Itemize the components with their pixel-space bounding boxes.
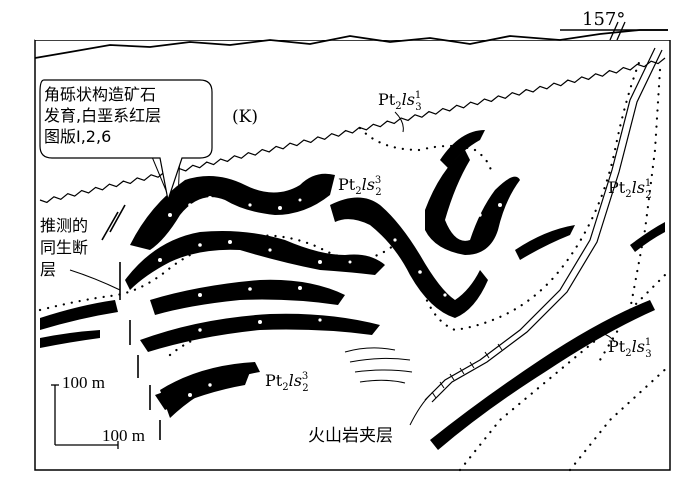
scale-vertical-label: 100 m	[62, 373, 105, 392]
cretaceous-label: (K)	[232, 107, 258, 127]
callout-line-2: 发育,白垩系红层	[44, 106, 162, 125]
ore-band-lower	[160, 362, 260, 418]
callout-line-1: 角砾状构造矿石	[44, 85, 157, 104]
fault-label-line-1: 推测的	[40, 216, 89, 235]
fault-label-line-3: 层	[40, 260, 57, 279]
ore-band-lens-a	[150, 279, 345, 315]
ore-band-right-long	[430, 300, 655, 450]
breccia-clasts	[158, 196, 502, 397]
topographic-surface	[34, 29, 668, 59]
callout-text: 角砾状构造矿石 发育,白垩系红层 图版Ⅰ,2,6	[40, 83, 208, 153]
ore-bands	[40, 130, 665, 450]
volcanic-interlayer-label: 火山岩夹层	[308, 426, 393, 446]
volcanic-interlayer-lower	[431, 49, 663, 403]
azimuth-label: 157°	[582, 9, 625, 30]
ore-band-right-top	[440, 130, 485, 168]
ore-band-right-fold	[425, 150, 520, 255]
scale-bar	[51, 384, 119, 449]
ore-band-lens-b	[140, 313, 380, 352]
ore-band-fold-right	[330, 197, 488, 318]
thin-lenses	[344, 347, 413, 384]
syngenetic-fault-label: 推测的 同生断 层	[40, 215, 88, 281]
scale-horizontal-label: 100 m	[102, 426, 145, 445]
callout-line-3: 图版Ⅰ,2,6	[44, 127, 112, 146]
ore-band-left-edge	[40, 300, 118, 330]
ore-band-main-middle	[125, 231, 385, 290]
ore-band-right-lens	[515, 225, 575, 260]
volcanic-interlayer-upper	[424, 47, 656, 401]
unconformity-line	[39, 57, 666, 204]
callout-box	[39, 79, 213, 203]
fault-label-line-2: 同生断	[40, 238, 89, 257]
ore-band-main-upper	[130, 173, 335, 250]
volcanic-hatches	[431, 343, 503, 399]
ore-band-left-edge-2	[40, 330, 100, 348]
ore-band-far-right	[630, 222, 665, 252]
syngenetic-faults	[101, 204, 161, 440]
